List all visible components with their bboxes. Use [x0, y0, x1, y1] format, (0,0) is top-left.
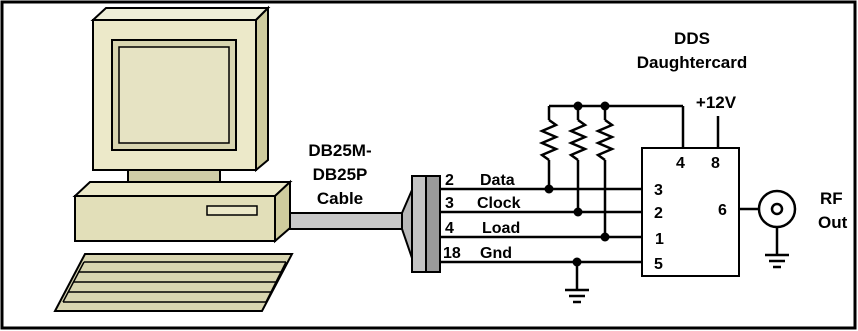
card-pin-vcc: 8 [711, 155, 720, 172]
card-pin-data: 3 [654, 182, 663, 199]
card-pin-load: 1 [655, 231, 664, 248]
pullup-resistors [538, 101, 685, 242]
card-label-line2: Daughtercard [637, 53, 748, 72]
cable-pin-gnd: 18 [443, 245, 461, 262]
card-pin-gnd: 5 [654, 256, 663, 273]
computer-icon [53, 5, 294, 312]
bnc-connector-icon [757, 189, 797, 269]
signal-name-clock: Clock [477, 195, 521, 212]
signal-name-data: Data [480, 172, 515, 189]
card-pin-clock: 2 [654, 205, 663, 222]
power-label: +12V [696, 93, 737, 112]
output-label-line1: RF [820, 189, 843, 208]
cable-icon [289, 175, 441, 273]
card-pin-pullup: 4 [676, 155, 685, 172]
card-label-line1: DDS [674, 29, 710, 48]
cable-label-line1: DB25M- [308, 141, 371, 160]
output-label-line2: Out [818, 213, 848, 232]
signal-name-gnd: Gnd [480, 245, 512, 262]
dds-card-box [641, 147, 740, 277]
cable-pin-load: 4 [445, 220, 454, 237]
signal-name-load: Load [482, 220, 520, 237]
cable-pin-data: 2 [445, 172, 454, 189]
ground-icon [565, 257, 589, 304]
cable-label-line2: DB25P [313, 165, 368, 184]
cable-label-line3: Cable [317, 189, 363, 208]
cable-pin-clock: 3 [445, 195, 454, 212]
card-pin-out: 6 [718, 202, 727, 219]
